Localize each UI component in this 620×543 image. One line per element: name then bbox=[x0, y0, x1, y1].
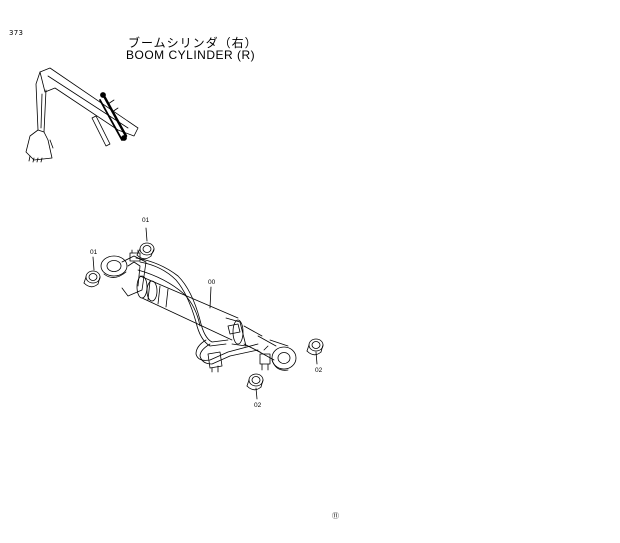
bushing-02-right bbox=[306, 338, 324, 365]
title-english: BOOM CYLINDER (R) bbox=[126, 48, 256, 62]
callout-01-top: 01 bbox=[142, 217, 150, 224]
bushing-01-left bbox=[83, 256, 101, 288]
title-japanese: ブームシリンダ（右） bbox=[128, 36, 258, 50]
leader-line-00 bbox=[209, 286, 212, 309]
callout-02-right: 02 bbox=[315, 367, 323, 374]
callout-00: 00 bbox=[208, 279, 216, 286]
bushing-01-top bbox=[136, 227, 155, 260]
callout-01-left: 01 bbox=[90, 249, 98, 256]
callout-02-bottom: 02 bbox=[254, 402, 262, 409]
bushing-02-bottom bbox=[246, 373, 264, 400]
excavator-locator-sketch bbox=[25, 67, 139, 163]
page-number: 373 bbox=[9, 29, 24, 37]
boom-cylinder-assembly bbox=[100, 249, 297, 373]
revision-mark: ⑪ bbox=[332, 512, 339, 520]
